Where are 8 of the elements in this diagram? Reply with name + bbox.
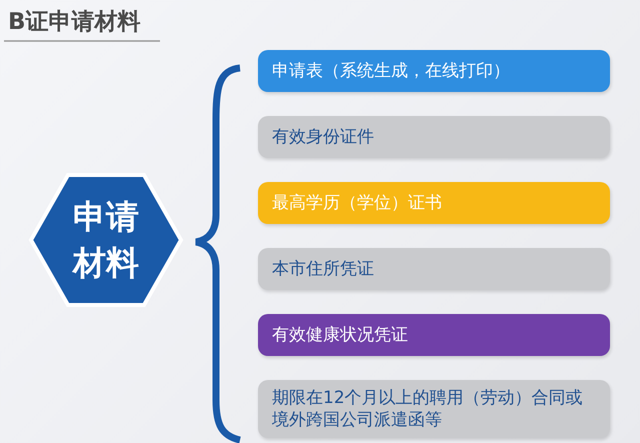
list-box: 期限在12个月以上的聘用（劳动）合同或境外跨国公司派遣函等	[258, 380, 610, 438]
list-box: 有效健康状况凭证	[258, 314, 610, 356]
hexagon: 申请材料	[28, 172, 184, 308]
list-box: 最高学历（学位）证书	[258, 182, 610, 224]
list-box: 申请表（系统生成，在线打印）	[258, 50, 610, 92]
list-box: 本市住所凭证	[258, 248, 610, 290]
title: B证申请材料	[8, 8, 141, 37]
list-box: 有效身份证件	[258, 116, 610, 158]
